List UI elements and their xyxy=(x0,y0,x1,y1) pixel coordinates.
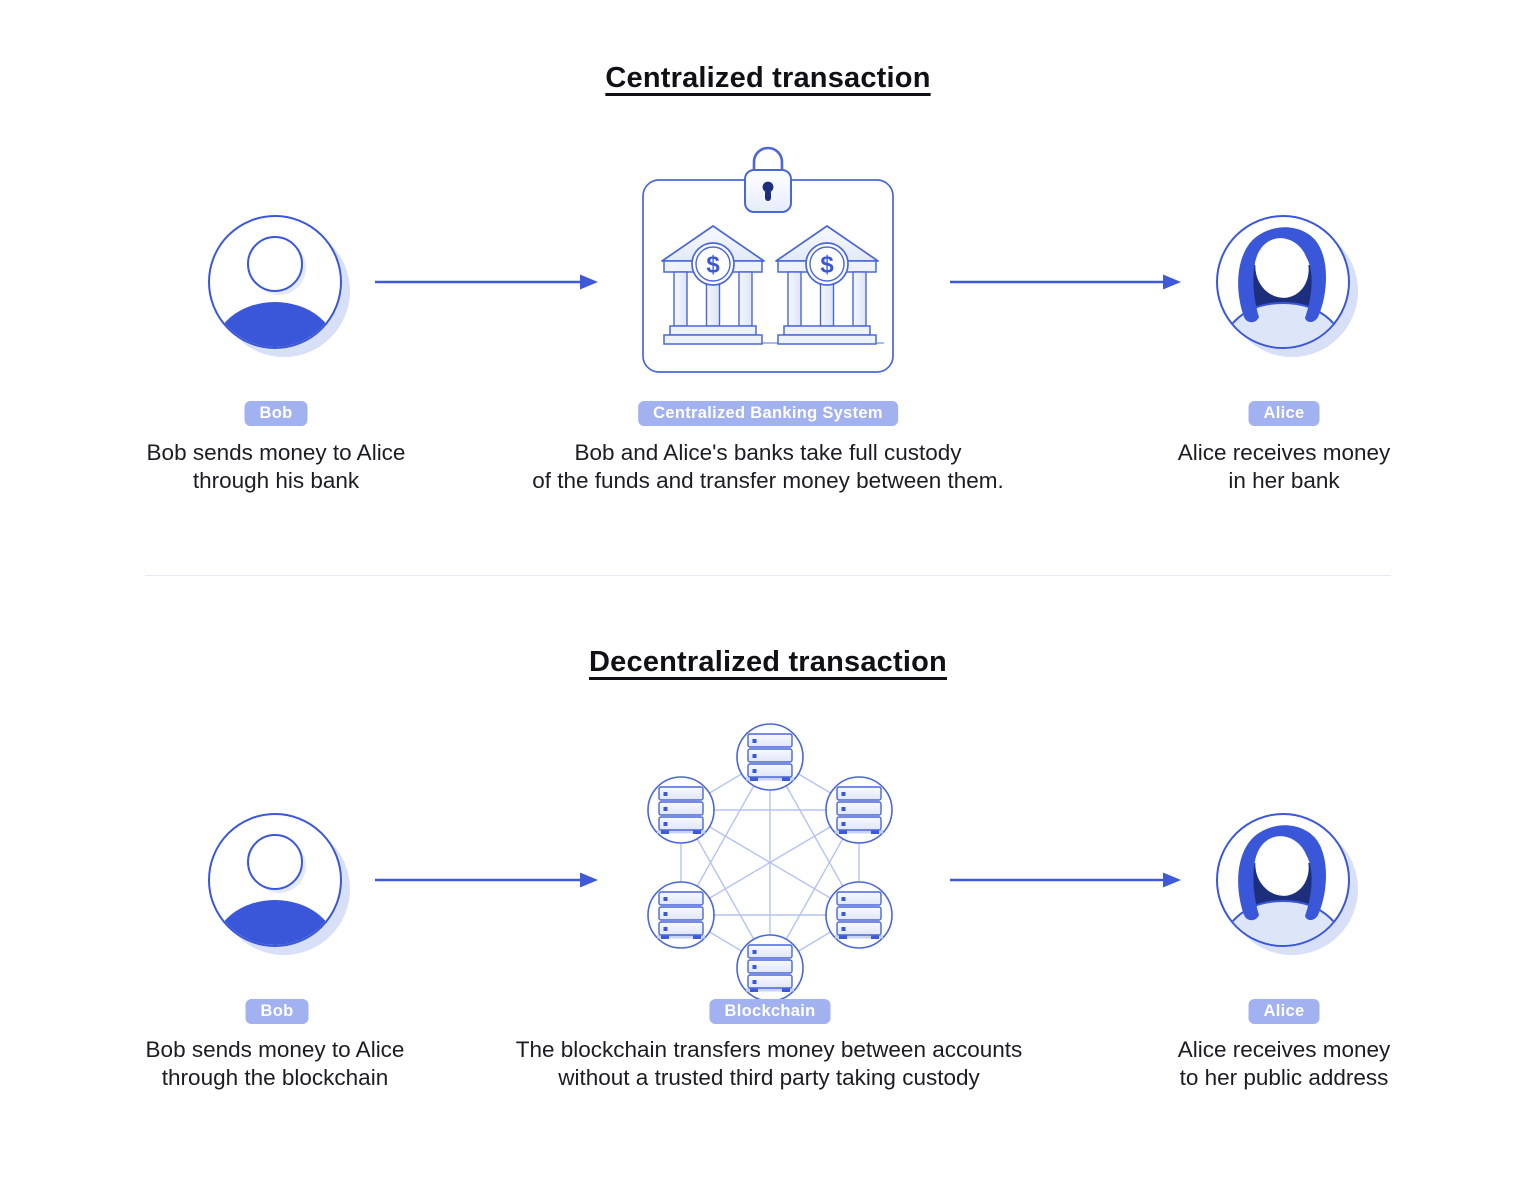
centralized-banking-system-label-badge: Centralized Banking System xyxy=(638,401,898,426)
padlock-icon xyxy=(744,146,792,213)
alice-avatar-icon xyxy=(1216,215,1358,357)
centralized-banking-system-illustration: $ $ xyxy=(642,146,894,373)
alice-avatar-icon xyxy=(1216,813,1358,955)
bob-label-badge: Bob xyxy=(244,401,308,426)
section-title-centralized: Centralized transaction xyxy=(605,62,931,94)
bob-caption: Bob sends money to Alice through his ban… xyxy=(146,440,406,493)
server-node-icon xyxy=(647,881,715,949)
bob-avatar-icon xyxy=(208,813,350,955)
server-node-icon xyxy=(647,776,715,844)
arrow-right-icon xyxy=(950,872,1181,888)
alice-caption: Alice receives money to her public addre… xyxy=(1177,1037,1391,1090)
server-node-icon xyxy=(825,881,893,949)
server-node-icon xyxy=(825,776,893,844)
blockchain-network-illustration xyxy=(647,723,893,1002)
banking-system-caption: Bob and Alice's banks take full custody … xyxy=(532,440,1004,493)
alice-label-badge: Alice xyxy=(1248,401,1320,426)
bob-avatar-icon xyxy=(208,215,350,357)
alice-label-badge: Alice xyxy=(1248,999,1320,1024)
bob-caption: Bob sends money to Alice through the blo… xyxy=(145,1037,405,1090)
bank-building-icon: $ xyxy=(661,225,765,345)
bank-building-icon: $ xyxy=(775,225,879,345)
section-divider xyxy=(145,575,1391,576)
alice-caption: Alice receives money in her bank xyxy=(1177,440,1391,493)
dollar-symbol: $ xyxy=(820,252,834,279)
dollar-symbol: $ xyxy=(706,252,720,279)
bob-label-badge: Bob xyxy=(245,999,309,1024)
arrow-right-icon xyxy=(375,872,598,888)
section-title-decentralized: Decentralized transaction xyxy=(589,646,947,678)
server-node-icon xyxy=(736,723,804,791)
blockchain-caption: The blockchain transfers money between a… xyxy=(515,1037,1023,1090)
arrow-right-icon xyxy=(375,274,598,290)
blockchain-label-badge: Blockchain xyxy=(709,999,831,1024)
server-node-icon xyxy=(736,934,804,1002)
arrow-right-icon xyxy=(950,274,1181,290)
